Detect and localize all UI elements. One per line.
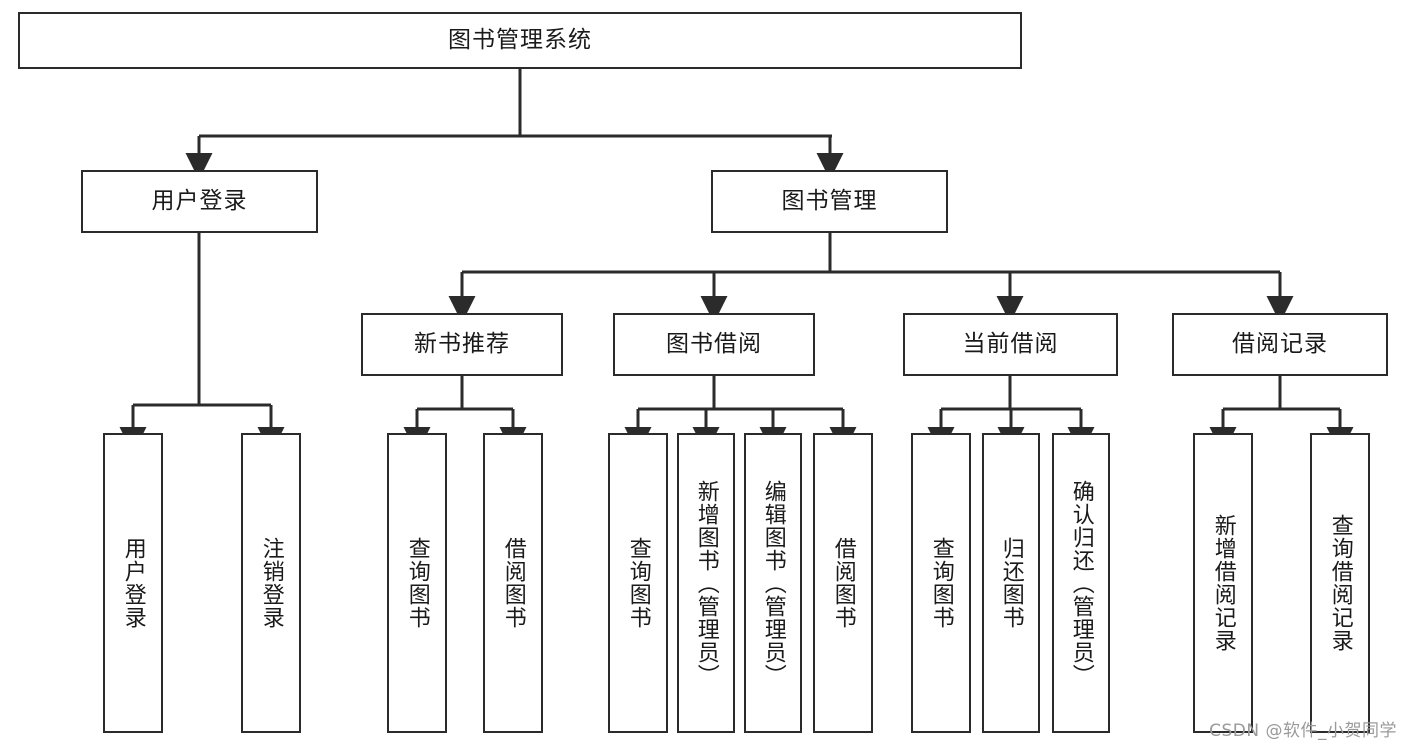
node-leaf-query-book-1-label: 查询图书 (404, 537, 430, 629)
node-leaf-user-login[interactable]: 用户登录 (103, 433, 163, 733)
node-leaf-query-record-label: 查询借阅记录 (1327, 514, 1353, 652)
node-leaf-add-book-label: 新增图书（管理员） (693, 479, 719, 687)
node-book-management-label: 图书管理 (781, 187, 878, 214)
node-leaf-borrow-book-1[interactable]: 借阅图书 (483, 433, 543, 733)
node-leaf-query-book-2-label: 查询图书 (625, 537, 651, 629)
node-borrow-record[interactable]: 借阅记录 (1172, 313, 1388, 376)
node-leaf-query-book-1[interactable]: 查询图书 (387, 433, 447, 733)
csdn-watermark: CSDN @软件_小贺同学 (1209, 721, 1397, 741)
node-leaf-return-book[interactable]: 归还图书 (982, 433, 1040, 733)
node-leaf-borrow-book-2-label: 借阅图书 (830, 537, 856, 629)
node-leaf-edit-book[interactable]: 编辑图书（管理员） (744, 433, 802, 733)
node-current-borrow[interactable]: 当前借阅 (903, 313, 1118, 376)
node-leaf-query-book-3[interactable]: 查询图书 (911, 433, 971, 733)
node-root-system[interactable]: 图书管理系统 (18, 12, 1022, 69)
node-leaf-query-record[interactable]: 查询借阅记录 (1310, 433, 1370, 733)
node-leaf-query-book-2[interactable]: 查询图书 (608, 433, 668, 733)
node-leaf-confirm-return-label: 确认归还（管理员） (1068, 479, 1094, 687)
node-book-borrow[interactable]: 图书借阅 (613, 313, 815, 376)
node-leaf-query-book-3-label: 查询图书 (928, 537, 954, 629)
node-book-borrow-label: 图书借阅 (666, 330, 762, 357)
node-root-system-label: 图书管理系统 (448, 26, 592, 53)
node-user-login-label: 用户登录 (151, 187, 248, 214)
node-user-login[interactable]: 用户登录 (81, 170, 318, 233)
node-current-borrow-label: 当前借阅 (962, 330, 1059, 357)
node-leaf-user-login-label: 用户登录 (120, 537, 146, 629)
node-new-book-recommend-label: 新书推荐 (414, 330, 510, 357)
node-leaf-edit-book-label: 编辑图书（管理员） (760, 479, 786, 687)
node-leaf-add-record-label: 新增借阅记录 (1210, 514, 1236, 652)
node-borrow-record-label: 借阅记录 (1232, 330, 1328, 357)
node-book-management[interactable]: 图书管理 (711, 170, 948, 233)
node-leaf-borrow-book-1-label: 借阅图书 (500, 537, 526, 629)
node-leaf-logout-login-label: 注销登录 (258, 537, 284, 629)
node-new-book-recommend[interactable]: 新书推荐 (361, 313, 563, 376)
node-leaf-borrow-book-2[interactable]: 借阅图书 (813, 433, 873, 733)
node-leaf-add-record[interactable]: 新增借阅记录 (1193, 433, 1253, 733)
node-leaf-confirm-return[interactable]: 确认归还（管理员） (1052, 433, 1110, 733)
node-leaf-return-book-label: 归还图书 (998, 537, 1024, 629)
node-leaf-add-book[interactable]: 新增图书（管理员） (677, 433, 735, 733)
node-leaf-logout-login[interactable]: 注销登录 (241, 433, 301, 733)
